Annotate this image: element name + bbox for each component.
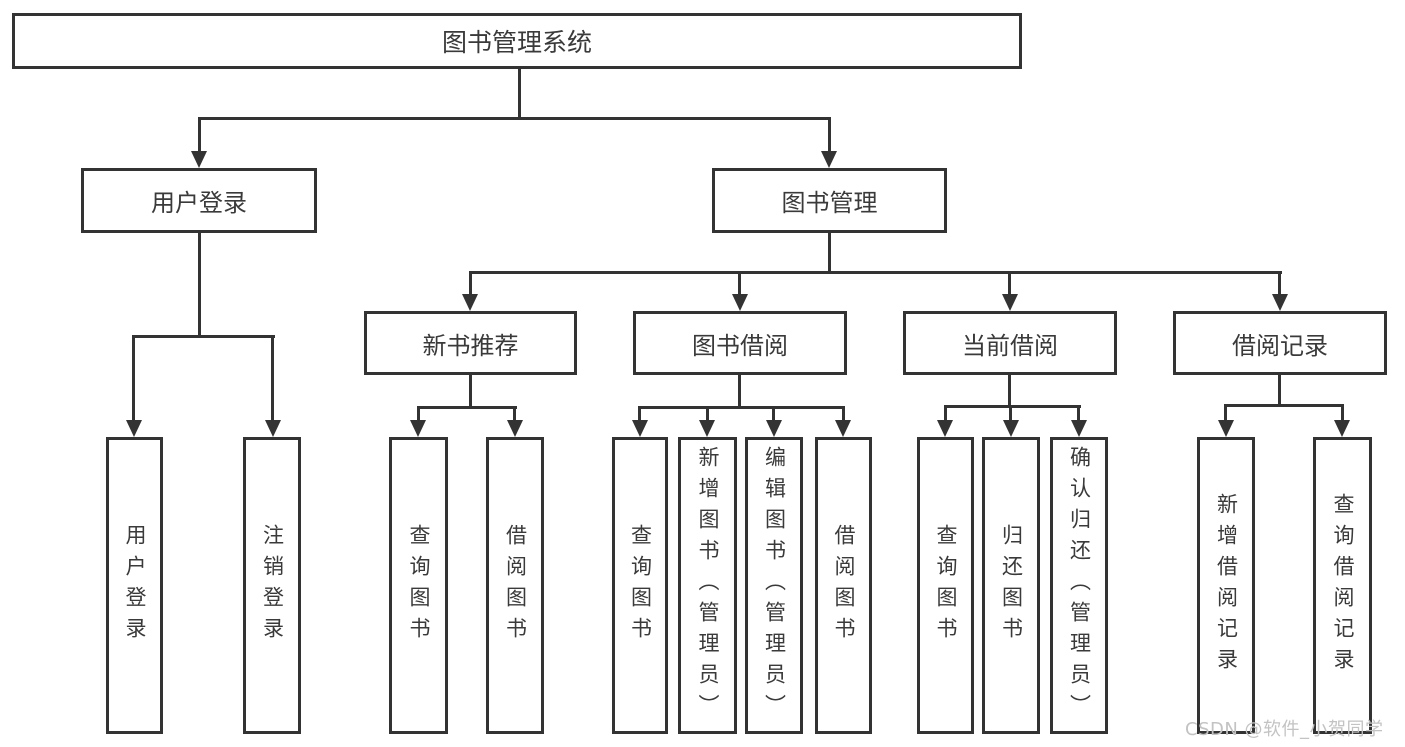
connector-line	[842, 406, 845, 422]
node-cb-confirm-label: 确认归还（管理员）	[1067, 446, 1092, 725]
node-bb-edit: 编辑图书（管理员）	[745, 437, 803, 734]
connector-line	[638, 406, 641, 422]
node-nb-query-label: 查询图书	[407, 523, 431, 648]
node-nb-borrow-label: 借阅图书	[503, 523, 528, 648]
connector-line	[417, 406, 420, 422]
node-login-action: 用户登录	[106, 437, 163, 734]
node-nb-query: 查询图书	[389, 437, 448, 734]
node-new-book-rec: 新书推荐	[364, 311, 577, 375]
node-bb-edit-label: 编辑图书（管理员）	[762, 446, 787, 725]
arrow-down-icon	[821, 151, 837, 168]
arrow-down-icon	[265, 420, 281, 437]
node-bb-borrow: 借阅图书	[815, 437, 872, 734]
arrow-down-icon	[1071, 420, 1087, 437]
node-user-login-label: 用户登录	[151, 189, 247, 217]
connector-line	[828, 232, 831, 273]
connector-line	[132, 335, 275, 338]
node-logout-action-label: 注销登录	[260, 523, 285, 648]
node-borrow-records-label: 借阅记录	[1232, 331, 1328, 360]
arrow-down-icon	[507, 420, 523, 437]
connector-line	[638, 406, 845, 409]
arrow-down-icon	[126, 420, 142, 437]
connector-line	[1278, 271, 1281, 296]
node-current-borrow-label: 当前借阅	[962, 331, 1058, 360]
arrow-down-icon	[732, 294, 748, 311]
arrow-down-icon	[699, 420, 715, 437]
connector-line	[1341, 404, 1344, 422]
node-book-borrow: 图书借阅	[633, 311, 847, 375]
connector-line	[772, 406, 775, 422]
node-br-query: 查询借阅记录	[1313, 437, 1372, 734]
connector-line	[738, 271, 741, 296]
arrow-down-icon	[410, 420, 426, 437]
connector-line	[828, 117, 831, 153]
node-br-add-label: 新增借阅记录	[1214, 492, 1239, 679]
node-root: 图书管理系统	[12, 13, 1022, 69]
arrow-down-icon	[1002, 294, 1018, 311]
arrow-down-icon	[1003, 420, 1019, 437]
connector-line	[1278, 375, 1281, 406]
arrow-down-icon	[1334, 420, 1350, 437]
node-book-mgmt: 图书管理	[712, 168, 947, 233]
connector-line	[1008, 375, 1011, 407]
arrow-down-icon	[1272, 294, 1288, 311]
node-book-mgmt-label: 图书管理	[781, 189, 878, 217]
node-nb-borrow: 借阅图书	[486, 437, 544, 734]
node-book-borrow-label: 图书借阅	[692, 331, 788, 360]
connector-line	[1224, 404, 1344, 407]
node-borrow-records: 借阅记录	[1173, 311, 1387, 375]
arrow-down-icon	[191, 151, 207, 168]
node-bb-add-label: 新增图书（管理员）	[696, 446, 720, 725]
connector-line	[738, 375, 741, 408]
node-logout-action: 注销登录	[243, 437, 301, 734]
node-bb-query: 查询图书	[612, 437, 668, 734]
node-root-label: 图书管理系统	[441, 28, 592, 57]
connector-line	[1224, 404, 1227, 422]
connector-line	[1008, 271, 1011, 296]
connector-line	[1009, 405, 1012, 422]
node-new-book-rec-label: 新书推荐	[422, 331, 519, 360]
arrow-down-icon	[937, 420, 953, 437]
node-cb-return: 归还图书	[982, 437, 1040, 734]
node-current-borrow: 当前借阅	[903, 311, 1117, 375]
node-bb-borrow-label: 借阅图书	[832, 523, 856, 648]
arrow-down-icon	[462, 294, 478, 311]
node-user-login: 用户登录	[81, 168, 317, 233]
connector-line	[469, 375, 472, 408]
connector-line	[198, 233, 201, 336]
node-cb-query: 查询图书	[917, 437, 974, 734]
node-login-action-label: 用户登录	[123, 523, 147, 648]
connector-line	[944, 405, 947, 422]
connector-line	[944, 405, 1081, 408]
arrow-down-icon	[1218, 420, 1234, 437]
connector-line	[469, 271, 1282, 274]
watermark: CSDN @软件_小贺同学	[1185, 719, 1384, 740]
arrow-down-icon	[632, 420, 648, 437]
connector-line	[198, 117, 201, 153]
connector-line	[518, 69, 521, 118]
connector-line	[271, 335, 274, 420]
node-cb-confirm: 确认归还（管理员）	[1050, 437, 1108, 734]
connector-line	[706, 406, 709, 422]
node-cb-query-label: 查询图书	[934, 523, 958, 648]
node-cb-return-label: 归还图书	[999, 523, 1024, 648]
node-bb-add: 新增图书（管理员）	[678, 437, 737, 734]
arrow-down-icon	[835, 420, 851, 437]
connector-line	[469, 271, 472, 296]
node-bb-query-label: 查询图书	[628, 523, 653, 648]
node-br-query-label: 查询借阅记录	[1331, 492, 1355, 679]
connector-line	[417, 406, 517, 409]
node-br-add: 新增借阅记录	[1197, 437, 1255, 734]
connector-line	[513, 406, 516, 422]
arrow-down-icon	[766, 420, 782, 437]
connector-line	[198, 117, 831, 120]
connector-line	[1077, 405, 1080, 422]
connector-line	[132, 335, 135, 420]
